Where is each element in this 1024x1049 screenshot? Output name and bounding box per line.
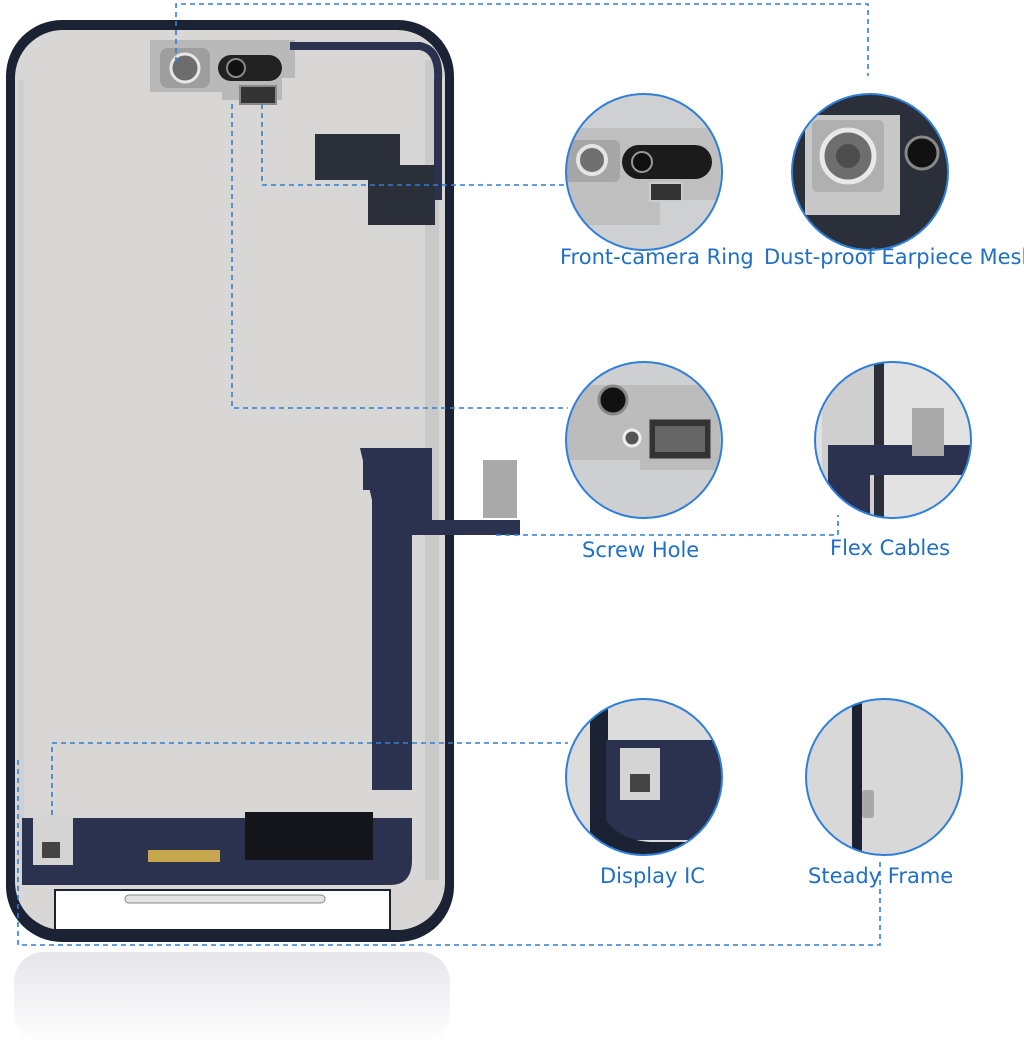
label-screw-hole: Screw Hole: [582, 538, 700, 562]
flex-connector-tab: [483, 460, 517, 518]
reflection: [14, 952, 450, 1045]
label-display-ic: Display IC: [600, 864, 705, 888]
earpiece-mesh: [239, 85, 277, 105]
black-tape: [315, 134, 435, 225]
screen-assembly: [6, 20, 520, 1045]
zoom-circle-steady-frame: [805, 698, 963, 856]
leader-display-ic: [51, 742, 568, 815]
zoom-circle-front-camera-ring: [565, 93, 723, 251]
label-front-camera-ring: Front-camera Ring: [560, 245, 754, 269]
display-ic-qr: [42, 842, 60, 858]
leader-dust-proof-earpiece-mesh: [175, 3, 869, 76]
bottom-black-pad: [245, 812, 373, 860]
camera-ring: [169, 52, 201, 84]
bottom-slot: [124, 894, 326, 904]
main-flex-cable: [360, 448, 520, 790]
label-flex-cables: Flex Cables: [830, 536, 951, 560]
leader-front-camera-ring: [261, 104, 568, 186]
flex-upper-tab: [363, 450, 408, 490]
leader-flex-cables: [496, 515, 839, 536]
zoom-circle-screw-hole: [565, 361, 723, 519]
sensor-lens: [226, 58, 246, 78]
panel-back: [15, 30, 445, 930]
leader-lines: [17, 3, 881, 946]
leader-screw-hole: [231, 104, 568, 409]
label-steady-frame: Steady Frame: [808, 864, 954, 888]
left-metal-strip: [18, 80, 24, 860]
top-flex-wire: [290, 42, 443, 200]
zoom-circle-display-ic: [565, 698, 723, 856]
zoom-circle-flex-cables: [814, 361, 972, 519]
bottom-contacts: [148, 850, 220, 862]
label-dust-proof-earpiece-mesh: Dust-proof Earpiece Mesh: [764, 245, 1024, 269]
zoom-circle-dust-proof-earpiece-mesh: [791, 93, 949, 251]
leader-steady-frame: [17, 760, 881, 946]
